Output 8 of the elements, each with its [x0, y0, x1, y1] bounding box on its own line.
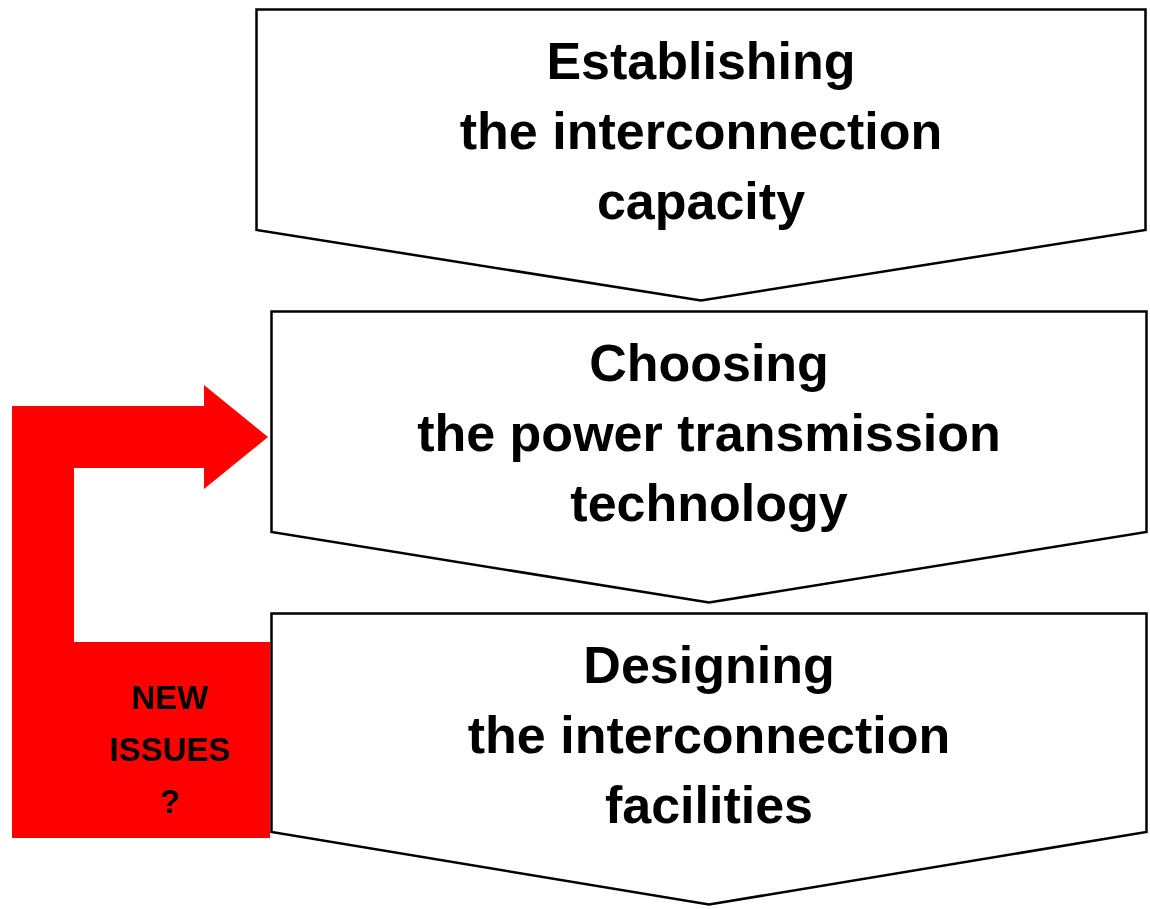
step-heading: Designing [582, 635, 836, 696]
step-description: the interconnection capacity [458, 101, 944, 232]
step-description: the power transmission technology [416, 403, 1002, 534]
feedback-label: NEW ISSUES ? [108, 678, 232, 822]
step-description: the interconnection facilities [466, 705, 952, 836]
feedback-arrow [12, 385, 268, 642]
step-heading: Establishing [545, 31, 857, 92]
step-heading: Choosing [588, 333, 830, 394]
